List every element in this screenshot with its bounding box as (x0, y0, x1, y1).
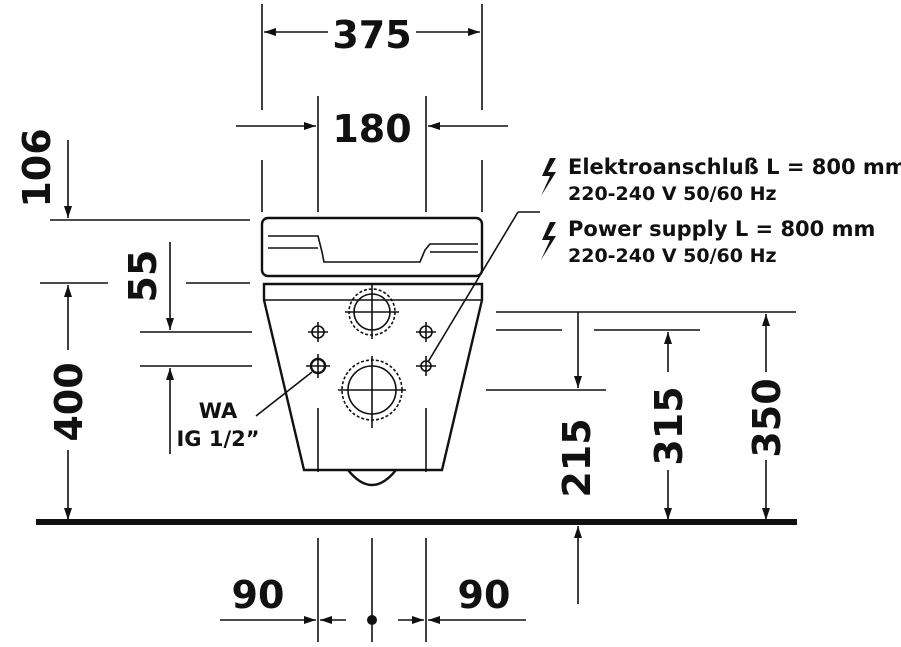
dimension-315: 315 (647, 332, 691, 520)
dimension-400-label: 400 (47, 362, 91, 441)
dimension-106-label: 106 (15, 128, 59, 207)
dimension-215-label: 215 (555, 418, 599, 497)
center-axis-dot (367, 615, 377, 625)
power-outlet-right (416, 356, 436, 376)
dimension-55-label: 55 (121, 250, 165, 303)
dimension-90-right: 90 (398, 573, 526, 624)
fixing-bolt-right-upper (416, 322, 436, 342)
dimension-375: 375 (261, 4, 483, 212)
lightning-bolt-icon (541, 222, 556, 260)
dimension-350: 350 (745, 314, 789, 520)
dimension-400: 400 (40, 282, 250, 520)
right-reference-lines (486, 311, 796, 391)
dimension-180-label: 180 (332, 107, 411, 151)
water-inlet-callout: WA IG 1/2” (176, 371, 313, 451)
water-inlet-label-wa: WA (199, 399, 238, 423)
power-note-german-line1: Elektroanschluß L = 800 mm (568, 155, 901, 179)
drain-circle (338, 356, 406, 428)
dimension-106: 106 (15, 128, 250, 221)
toilet-seat-lid (260, 216, 484, 278)
power-note-english-line1: Power supply L = 800 mm (568, 217, 875, 241)
lightning-bolt-icon (541, 158, 556, 196)
dimension-375-label: 375 (332, 13, 411, 57)
dimension-90-left: 90 (220, 573, 346, 624)
dimension-180: 180 (236, 96, 508, 212)
dimension-90-left-label: 90 (232, 573, 285, 617)
power-note-german-line2: 220-240 V 50/60 Hz (568, 183, 777, 205)
fixing-bolt-left-upper (308, 322, 328, 342)
power-note-english-line2: 220-240 V 50/60 Hz (568, 245, 777, 267)
dimension-315-label: 315 (647, 386, 691, 465)
dimension-90-right-label: 90 (458, 573, 511, 617)
dimension-215: 215 (555, 312, 599, 604)
power-supply-callout (427, 211, 540, 363)
dimension-350-label: 350 (745, 378, 789, 457)
toilet-bowl (262, 282, 484, 487)
upper-connection-circle (345, 285, 399, 339)
dimension-55: 55 (121, 242, 252, 454)
water-inlet-left (306, 354, 330, 378)
water-inlet-label-size: IG 1/2” (176, 427, 259, 451)
